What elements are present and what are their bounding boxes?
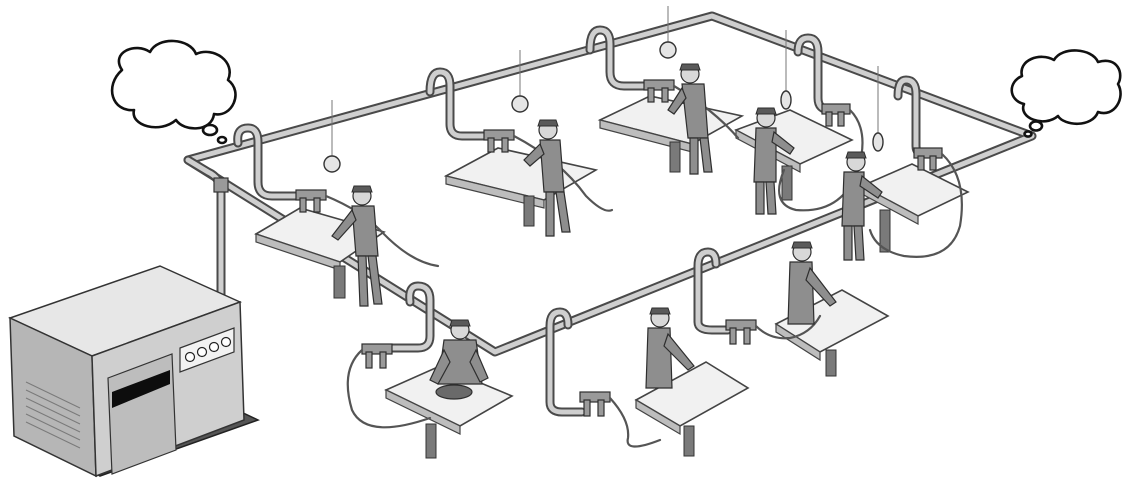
balancer-reel <box>873 133 883 151</box>
table-ws4 <box>736 110 852 200</box>
gauge-icon <box>186 353 195 362</box>
balancer-reel <box>781 91 791 109</box>
air-compressor <box>10 266 258 476</box>
supply-valve <box>214 178 228 192</box>
sander-disc <box>436 385 472 399</box>
balancer-reel <box>324 156 340 172</box>
left-thought-bubble <box>112 41 235 143</box>
balancer-reel <box>512 96 528 112</box>
right-thought-bubble <box>1012 50 1121 136</box>
balancer-reel <box>660 42 676 58</box>
worker-ws5 <box>842 152 882 260</box>
table-ws5 <box>862 164 968 252</box>
gauge-icon <box>222 338 231 347</box>
table-ws2 <box>446 148 596 226</box>
gauge-icon <box>210 343 219 352</box>
gauge-icon <box>198 348 207 357</box>
